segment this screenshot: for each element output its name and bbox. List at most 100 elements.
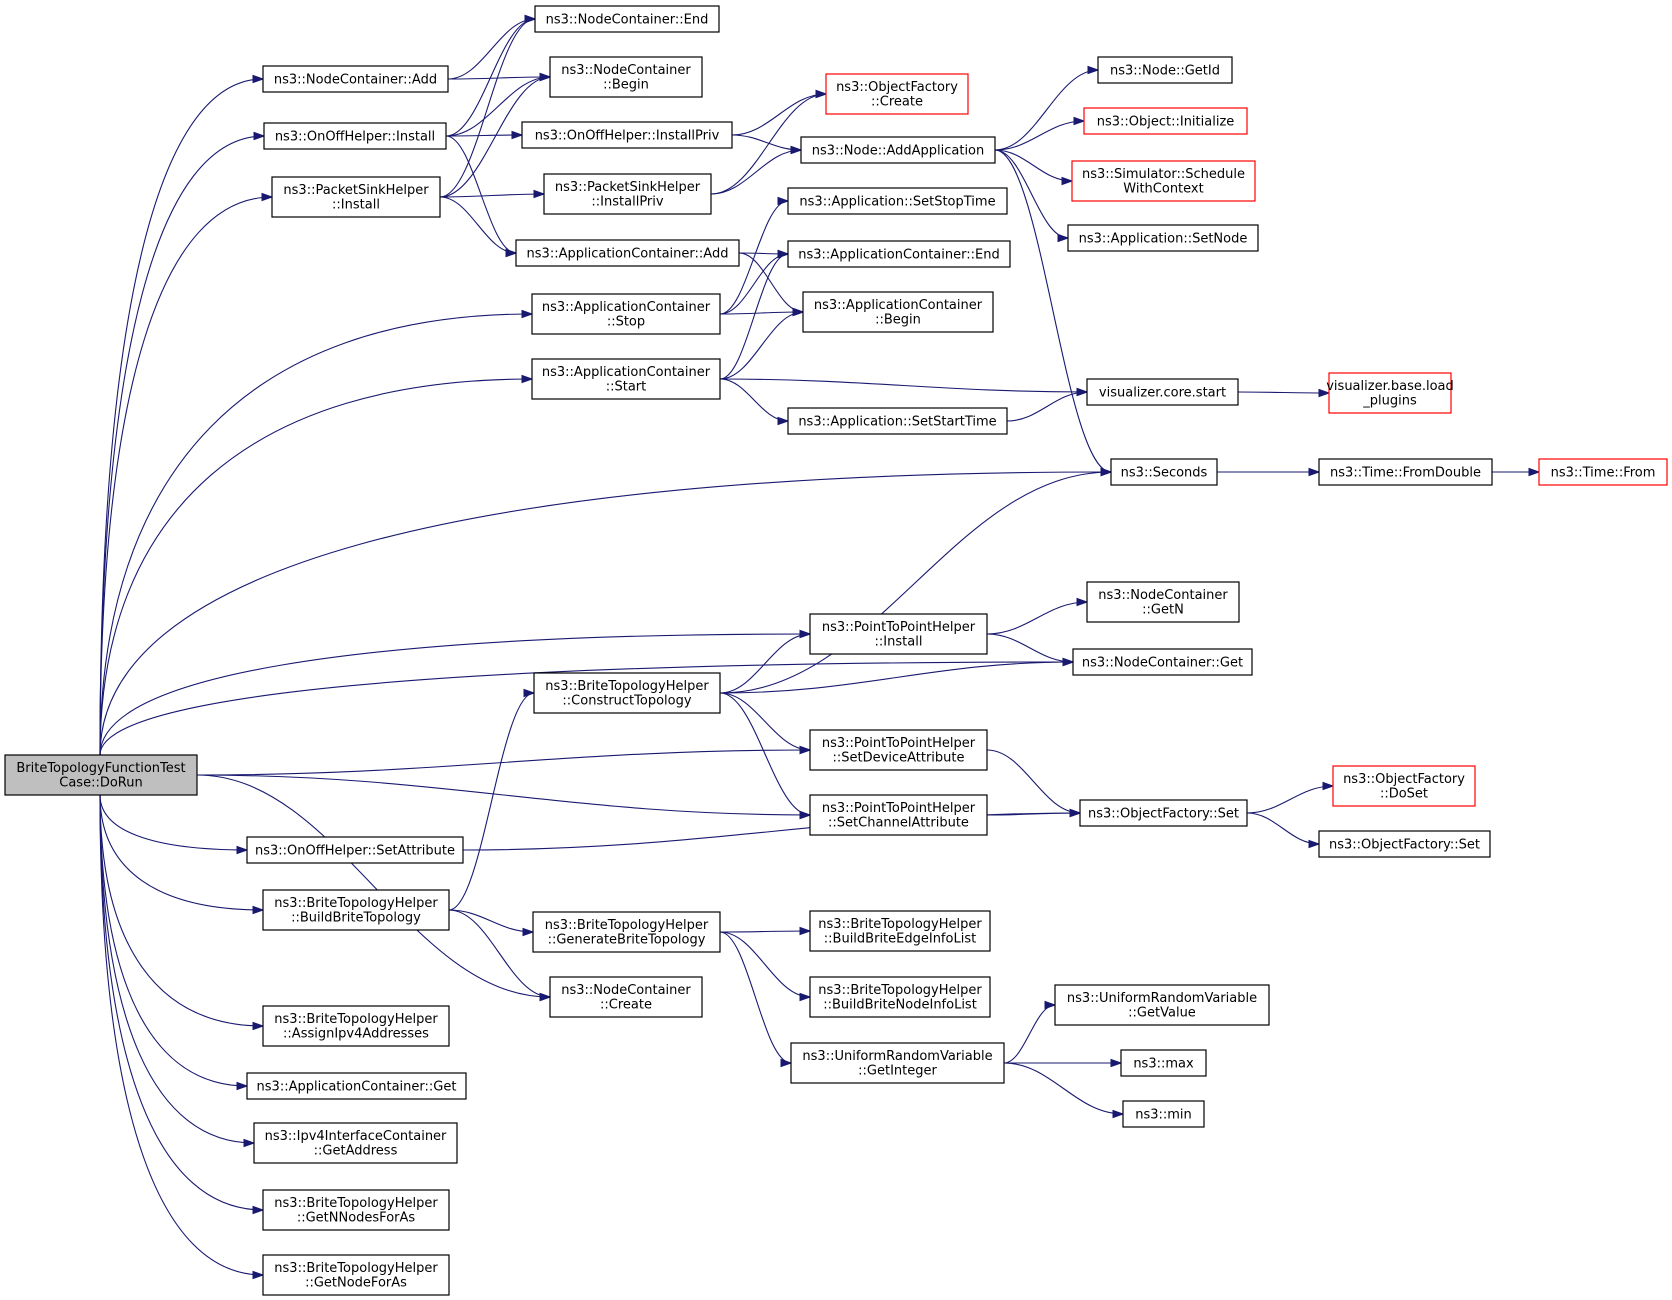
node-object-init[interactable]: ns3::Object::Initialize: [1083, 107, 1248, 135]
node-min[interactable]: ns3::min: [1122, 1100, 1205, 1128]
node-label: ns3::Node::GetId: [1110, 64, 1220, 79]
node-label: ns3::ObjectFactory::Set: [1088, 807, 1239, 822]
node-ac-stop[interactable]: ns3::ApplicationContainer::Stop: [531, 293, 721, 335]
node-label: Case::DoRun: [59, 776, 142, 791]
node-onoff-setattr[interactable]: ns3::OnOffHelper::SetAttribute: [246, 836, 464, 864]
node-bth-getnode[interactable]: ns3::BriteTopologyHelper::GetNodeForAs: [262, 1254, 450, 1296]
node-bth-nodeinfo[interactable]: ns3::BriteTopologyHelper::BuildBriteNode…: [809, 976, 991, 1018]
node-box: [262, 1254, 450, 1296]
node-max[interactable]: ns3::max: [1120, 1049, 1207, 1077]
node-label: ::SetDeviceAttribute: [833, 751, 965, 766]
node-label: ::GetNNodesForAs: [297, 1211, 416, 1226]
node-objfac-create[interactable]: ns3::ObjectFactory::Create: [825, 73, 969, 115]
node-box: [532, 911, 721, 953]
node-of-doset[interactable]: ns3::ObjectFactory::DoSet: [1332, 765, 1476, 807]
node-nc-begin[interactable]: ns3::NodeContainer::Begin: [549, 56, 703, 98]
node-app-setstart[interactable]: ns3::Application::SetStartTime: [787, 407, 1008, 435]
node-nc-end[interactable]: ns3::NodeContainer::End: [534, 5, 720, 33]
node-ps-installpriv[interactable]: ns3::PacketSinkHelper::InstallPriv: [543, 173, 712, 215]
edge-ac-stop-to-app-setstop: [719, 196, 790, 315]
node-onoff-installpriv[interactable]: ns3::OnOffHelper::InstallPriv: [521, 121, 733, 149]
node-nc-get[interactable]: ns3::NodeContainer::Get: [1072, 648, 1253, 676]
node-box: [1086, 581, 1240, 623]
node-box: [790, 1042, 1005, 1084]
node-viz-start[interactable]: visualizer.core.start: [1086, 378, 1239, 406]
edge-arrowhead: [1076, 387, 1089, 397]
node-time-from[interactable]: ns3::Time::From: [1538, 458, 1668, 486]
edge-p2p-setdev-to-of-set: [986, 749, 1082, 818]
node-label: ns3::OnOffHelper::SetAttribute: [255, 844, 455, 859]
node-ac-add[interactable]: ns3::ApplicationContainer::Add: [515, 239, 740, 267]
edge-arrowhead: [777, 416, 790, 426]
node-label: ::ConstructTopology: [562, 694, 691, 709]
edge-line: [99, 78, 264, 756]
node-urv-getvalue[interactable]: ns3::UniformRandomVariable::GetValue: [1054, 984, 1270, 1026]
node-seconds[interactable]: ns3::Seconds: [1110, 458, 1218, 486]
edge-line: [99, 471, 1112, 756]
edge-arrowhead: [511, 130, 524, 140]
edge-ac-start-to-ac-end: [719, 249, 790, 380]
edge-arrowhead: [524, 14, 537, 24]
node-app-setstop[interactable]: ns3::Application::SetStopTime: [787, 187, 1008, 215]
node-box: [809, 729, 988, 771]
node-p2p-install[interactable]: ns3::PointToPointHelper::Install: [809, 613, 988, 655]
edge-root-to-p2p-setchan: [196, 774, 812, 820]
node-box: [262, 1189, 450, 1231]
node-label: ::GetN: [1142, 603, 1184, 618]
edge-arrowhead: [1322, 781, 1335, 791]
node-label: ::Begin: [875, 313, 921, 328]
node-p2p-setdev[interactable]: ns3::PointToPointHelper::SetDeviceAttrib…: [809, 729, 988, 771]
node-ac-get[interactable]: ns3::ApplicationContainer::Get: [246, 1072, 467, 1100]
node-box: [515, 239, 740, 267]
edge-bth-generate-to-urv-getint: [719, 931, 793, 1068]
node-time-fromdouble[interactable]: ns3::Time::FromDouble: [1318, 458, 1493, 486]
node-onoff-install[interactable]: ns3::OnOffHelper::Install: [263, 122, 447, 150]
node-bth-assign[interactable]: ns3::BriteTopologyHelper::AssignIpv4Addr…: [262, 1005, 450, 1047]
node-bth-construct[interactable]: ns3::BriteTopologyHelper::ConstructTopol…: [533, 672, 721, 714]
node-ps-install[interactable]: ns3::PacketSinkHelper::Install: [271, 176, 441, 218]
edge-arrowhead: [799, 745, 812, 755]
edge-line: [994, 120, 1085, 151]
node-box: [1086, 378, 1239, 406]
node-label: ns3::Time::From: [1551, 466, 1656, 481]
node-node-addapp[interactable]: ns3::Node::AddApplication: [800, 136, 996, 164]
node-bth-getnnodes[interactable]: ns3::BriteTopologyHelper::GetNNodesForAs: [262, 1189, 450, 1231]
node-app-setnode[interactable]: ns3::Application::SetNode: [1067, 224, 1259, 252]
edge-arrowhead: [1076, 597, 1089, 607]
node-ac-start[interactable]: ns3::ApplicationContainer::Start: [531, 358, 721, 400]
node-ac-begin[interactable]: ns3::ApplicationContainer::Begin: [802, 291, 994, 333]
node-nc-add[interactable]: ns3::NodeContainer::Add: [262, 65, 449, 93]
node-label: ns3::BriteTopologyHelper: [274, 1261, 438, 1276]
node-label: ns3::ObjectFactory::Set: [1329, 838, 1480, 853]
node-box: [549, 56, 703, 98]
node-of-set[interactable]: ns3::ObjectFactory::Set: [1079, 799, 1248, 827]
node-box: [809, 976, 991, 1018]
node-box: [787, 407, 1008, 435]
node-p2p-setchan[interactable]: ns3::PointToPointHelper::SetChannelAttri…: [809, 794, 988, 836]
edge-node-addapp-to-object-init: [994, 116, 1086, 151]
node-node-getid[interactable]: ns3::Node::GetId: [1097, 56, 1233, 84]
node-bth-edgeinfo[interactable]: ns3::BriteTopologyHelper::BuildBriteEdge…: [809, 910, 991, 952]
node-box: [533, 672, 721, 714]
node-urv-getint[interactable]: ns3::UniformRandomVariable::GetInteger: [790, 1042, 1005, 1084]
edge-line: [994, 149, 1112, 473]
edge-line: [719, 633, 811, 694]
node-bth-generate[interactable]: ns3::BriteTopologyHelper::GenerateBriteT…: [532, 911, 721, 953]
edge-arrowhead: [243, 1138, 256, 1148]
edge-root-to-p2p-setdev: [196, 745, 812, 776]
edge-node-addapp-to-app-setnode: [994, 149, 1070, 243]
edge-line: [439, 18, 536, 198]
node-viz-load[interactable]: visualizer.base.load_plugins: [1326, 372, 1454, 414]
node-bth-build[interactable]: ns3::BriteTopologyHelper::BuildBriteTopo…: [262, 889, 450, 931]
node-of-set2[interactable]: ns3::ObjectFactory::Set: [1318, 830, 1491, 858]
node-nc-getn[interactable]: ns3::NodeContainer::GetN: [1086, 581, 1240, 623]
node-ipv4-getaddr[interactable]: ns3::Ipv4InterfaceContainer::GetAddress: [253, 1122, 458, 1164]
node-ac-end[interactable]: ns3::ApplicationContainer::End: [787, 240, 1011, 268]
node-nc-create[interactable]: ns3::NodeContainer::Create: [549, 976, 703, 1018]
edge-line: [196, 749, 811, 776]
node-box: [1072, 648, 1253, 676]
edge-arrowhead: [1044, 1000, 1057, 1010]
